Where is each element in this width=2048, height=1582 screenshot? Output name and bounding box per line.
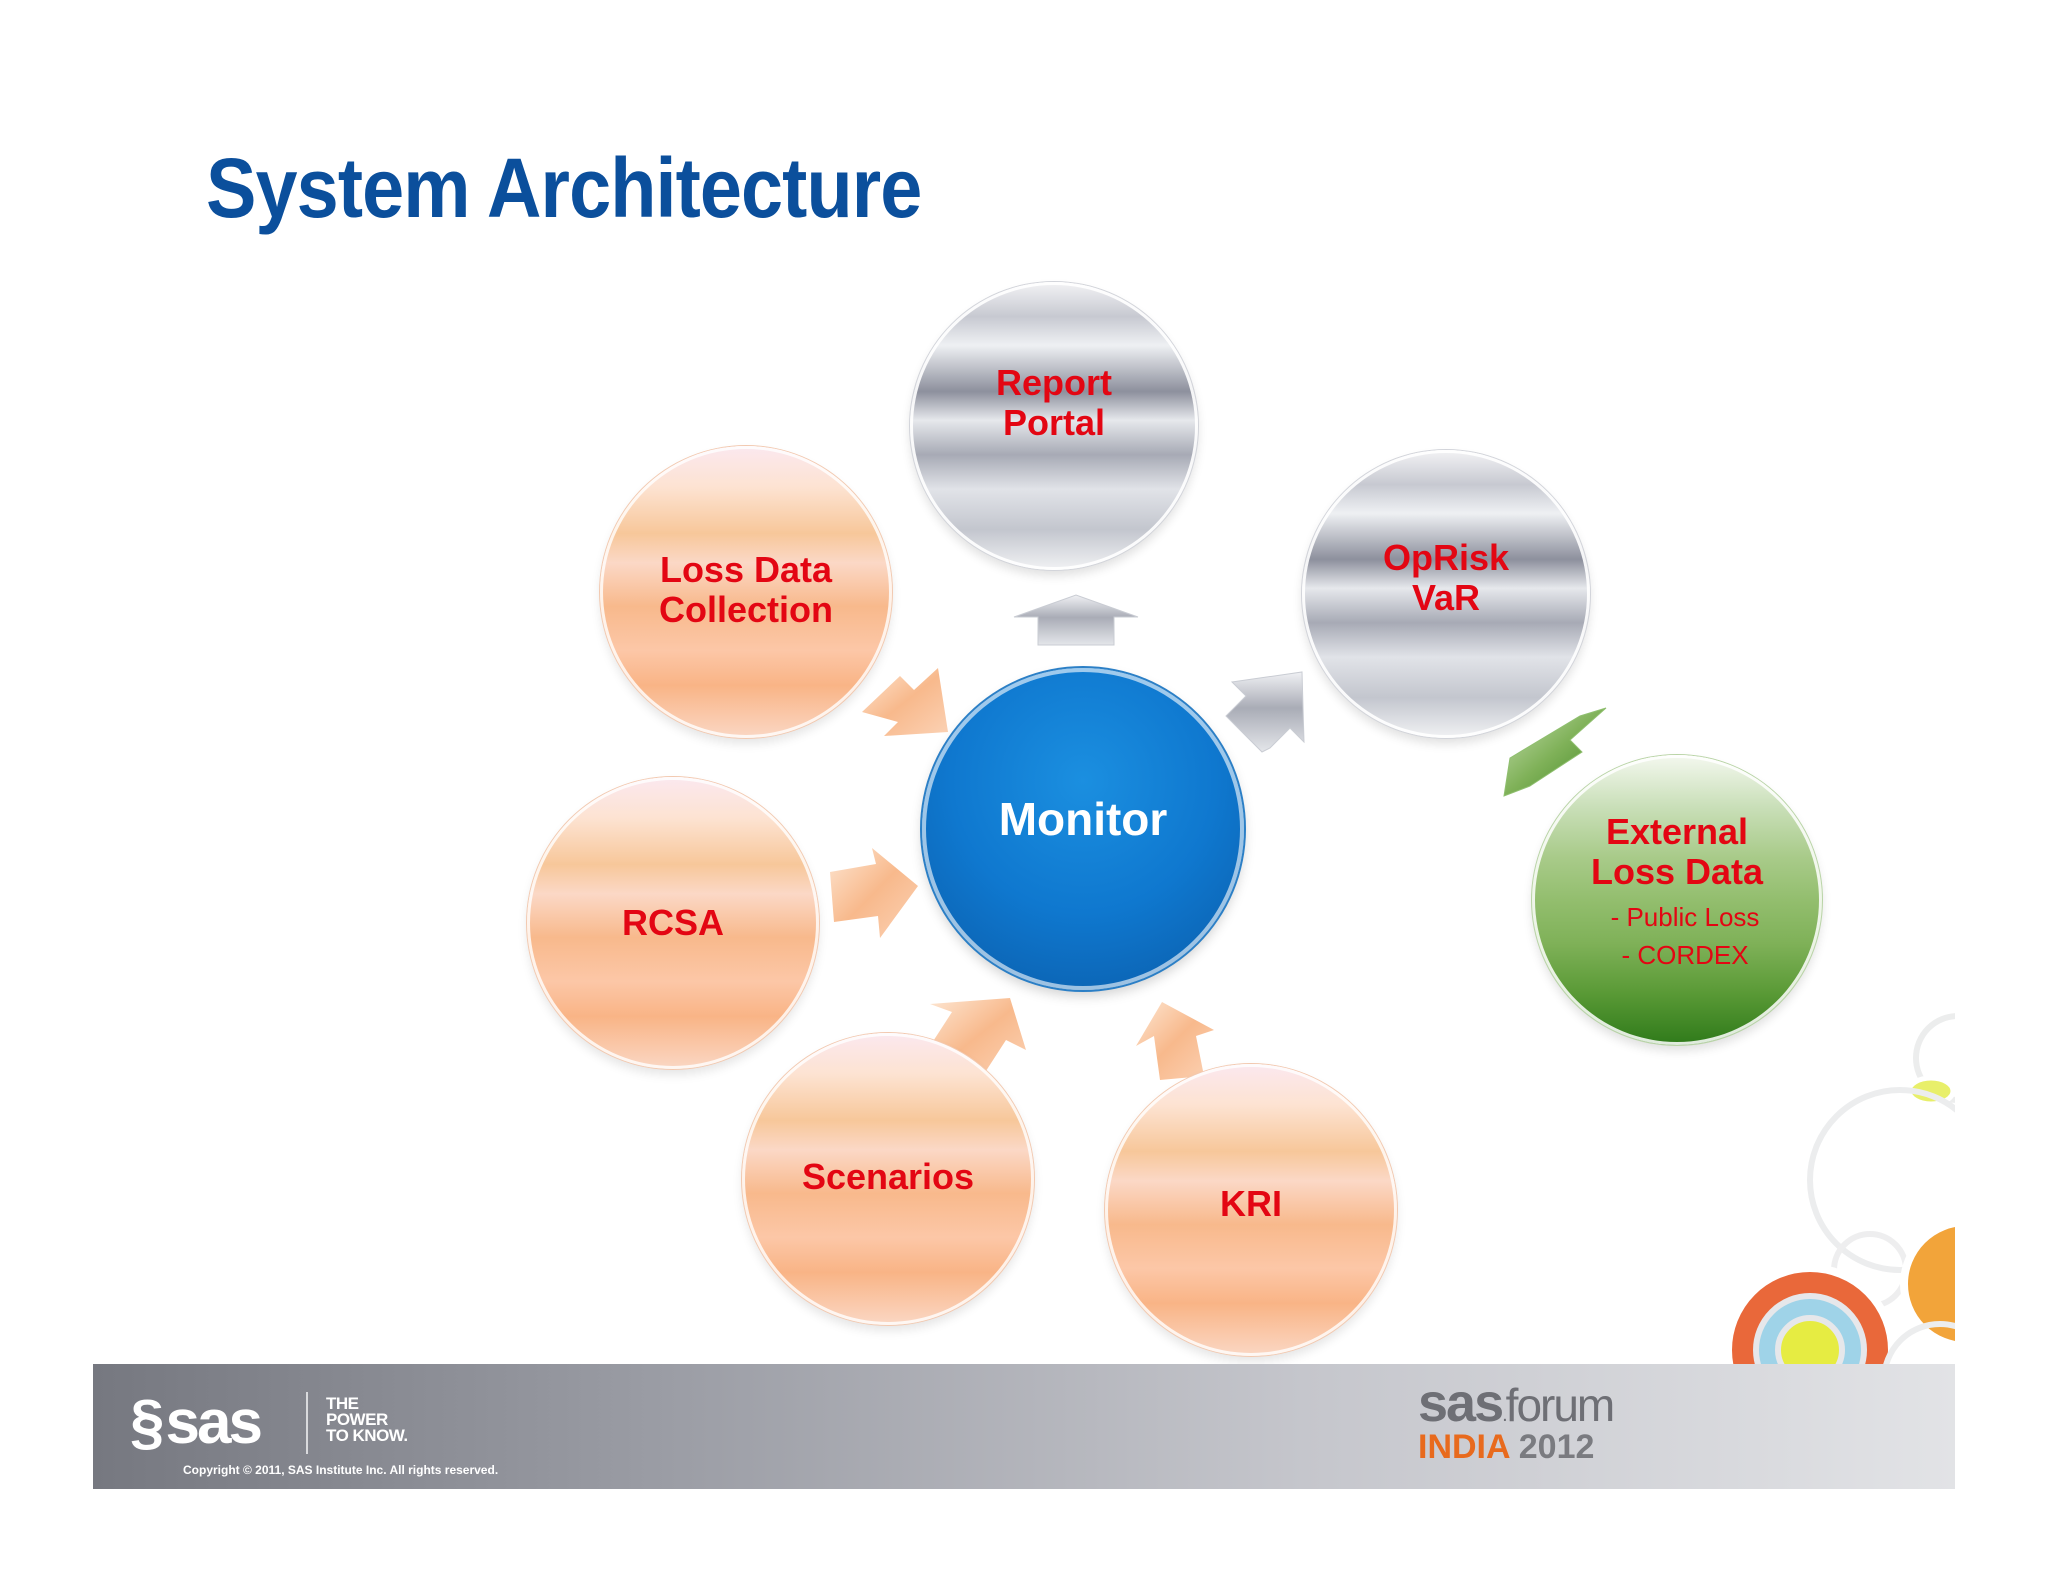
node-kri[interactable]: KRI — [1105, 1064, 1397, 1356]
arrow-from-loss-data-collection — [862, 668, 948, 736]
node-loss-data-collection-label: Loss Data Collection — [658, 549, 833, 630]
sas-logo: §sas — [130, 1387, 263, 1458]
node-oprisk-var[interactable]: OpRisk VaR — [1302, 450, 1590, 738]
arrow-from-kri — [1136, 1002, 1214, 1080]
forum-brand: sas — [1418, 1373, 1504, 1433]
node-monitor-label: Monitor — [998, 793, 1168, 845]
node-report-portal[interactable]: Report Portal — [910, 282, 1198, 570]
node-report-portal-label: Report Portal — [996, 362, 1112, 443]
forum-year: 2012 — [1518, 1428, 1595, 1466]
node-scenarios[interactable]: Scenarios — [742, 1033, 1034, 1325]
node-rcsa[interactable]: RCSA — [527, 777, 819, 1069]
forum-region: INDIA — [1418, 1428, 1510, 1466]
arrow-from-rcsa — [830, 848, 918, 938]
external-loss-data-sub-item: - Public Loss — [1610, 902, 1760, 932]
external-loss-data-sub-item: - CORDEX — [1621, 940, 1749, 970]
sas-logo-text: sas — [165, 1388, 262, 1457]
node-external-loss-data[interactable]: External Loss Data - Public Loss - CORDE… — [1532, 755, 1822, 1045]
node-loss-data-collection[interactable]: Loss Data Collection — [600, 446, 892, 738]
node-kri-label: KRI — [1220, 1183, 1282, 1224]
node-scenarios-label: Scenarios — [801, 1156, 975, 1197]
node-oprisk-var-label: OpRisk VaR — [1382, 537, 1510, 618]
arrow-to-oprisk-var — [1225, 671, 1305, 753]
arrow-from-external-loss-data — [1503, 707, 1607, 797]
sas-tagline: THE POWER TO KNOW. — [326, 1394, 408, 1445]
forum-word: forum — [1505, 1379, 1616, 1431]
slide-title: System Architecture — [206, 141, 922, 235]
footer-bar — [93, 1364, 1955, 1489]
footer-divider — [306, 1392, 308, 1454]
arrow-to-report-portal — [1013, 594, 1139, 646]
sas-logo-swirl-icon: § — [130, 1388, 165, 1457]
node-monitor[interactable]: Monitor — [922, 668, 1244, 990]
sas-forum-logo: sas.forum INDIA 2012 — [1418, 1373, 1616, 1466]
node-rcsa-label: RCSA — [621, 902, 724, 943]
node-external-loss-data-label: External Loss Data — [1590, 811, 1764, 892]
copyright-text: Copyright © 2011, SAS Institute Inc. All… — [183, 1463, 499, 1477]
